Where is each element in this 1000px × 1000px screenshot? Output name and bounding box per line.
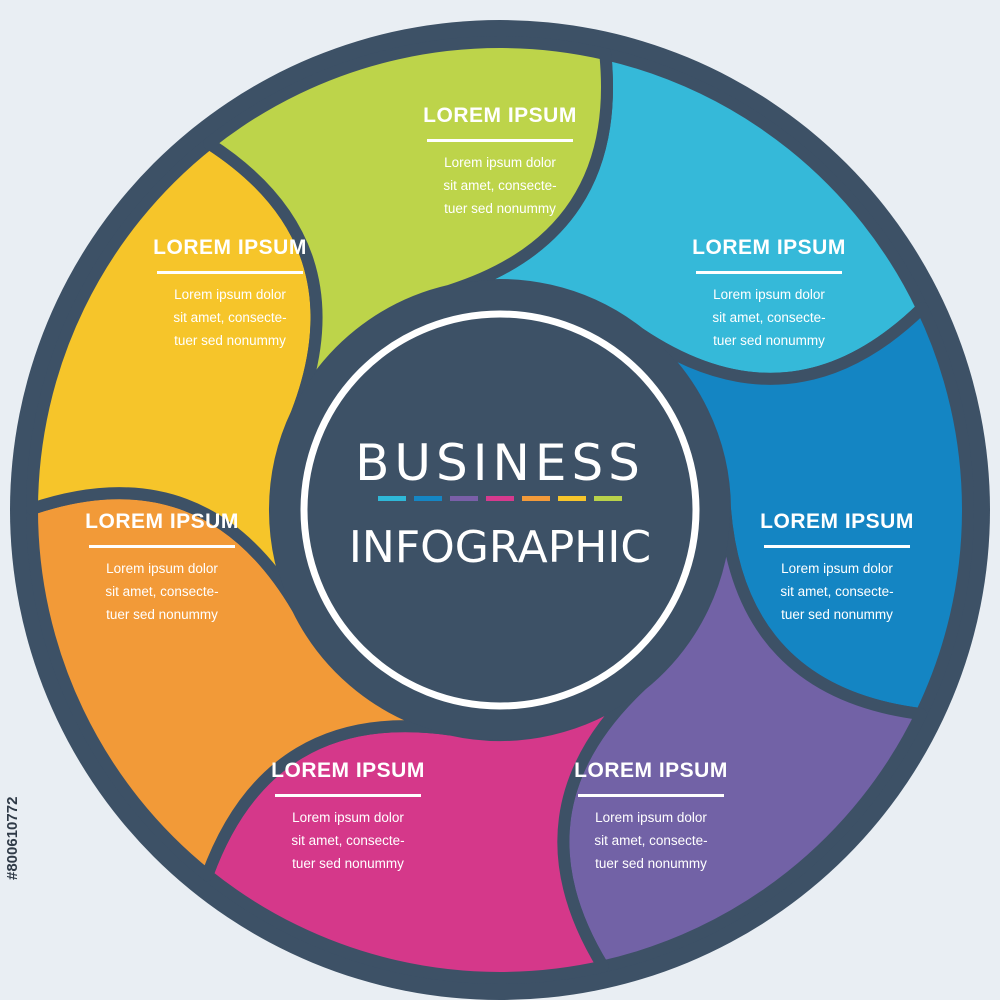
segment-body-line: tuer sed nonummy: [106, 607, 218, 622]
segment-body-line: Lorem ipsum dolor: [106, 561, 218, 576]
segment-body-line: sit amet, consecte-: [291, 833, 404, 848]
segment-title-underline: [275, 794, 421, 797]
segment-label-5: LOREM IPSUM Lorem ipsum dolor sit amet, co…: [271, 759, 425, 871]
accent-dash-2: [414, 496, 442, 501]
segment-body-line: tuer sed nonummy: [444, 201, 556, 216]
hub-gap: [270, 280, 730, 740]
segment-title-underline: [427, 139, 573, 142]
accent-dash-5: [522, 496, 550, 501]
segment-body-line: sit amet, consecte-: [443, 178, 556, 193]
segment-title: LOREM IPSUM: [760, 510, 914, 533]
segment-title-underline: [578, 794, 724, 797]
segment-title: LOREM IPSUM: [85, 510, 239, 533]
accent-dash-6: [558, 496, 586, 501]
accent-dash-4: [486, 496, 514, 501]
segment-body-line: sit amet, consecte-: [780, 584, 893, 599]
segment-body-line: tuer sed nonummy: [781, 607, 893, 622]
segment-body-line: tuer sed nonummy: [292, 856, 404, 871]
accent-dash-1: [378, 496, 406, 501]
center-title-business: BUSINESS: [355, 434, 645, 492]
segments-group: [25, 36, 974, 984]
segment-label-1: LOREM IPSUM Lorem ipsum dolor sit amet, co…: [423, 104, 577, 216]
segment-body-line: sit amet, consecte-: [712, 310, 825, 325]
segment-body-line: Lorem ipsum dolor: [292, 810, 404, 825]
segment-body-line: sit amet, consecte-: [173, 310, 286, 325]
segment-body-line: tuer sed nonummy: [174, 333, 286, 348]
segment-body-line: tuer sed nonummy: [713, 333, 825, 348]
segment-title: LOREM IPSUM: [271, 759, 425, 782]
segment-body-line: Lorem ipsum dolor: [174, 287, 286, 302]
center-accent-dashes: [378, 496, 622, 501]
segment-title-underline: [696, 271, 842, 274]
segment-body-line: Lorem ipsum dolor: [781, 561, 893, 576]
segment-title: LOREM IPSUM: [153, 236, 307, 259]
hub-white-ring: [300, 310, 700, 710]
segment-body-line: sit amet, consecte-: [105, 584, 218, 599]
segment-body-line: Lorem ipsum dolor: [713, 287, 825, 302]
segment-labels-group: LOREM IPSUM Lorem ipsum dolor sit amet, co…: [85, 104, 914, 871]
segment-title-underline: [764, 545, 910, 548]
segment-title-underline: [89, 545, 235, 548]
segment-title: LOREM IPSUM: [574, 759, 728, 782]
segment-body-line: tuer sed nonummy: [595, 856, 707, 871]
segment-body-line: Lorem ipsum dolor: [444, 155, 556, 170]
segment-title: LOREM IPSUM: [423, 104, 577, 127]
segment-body-line: Lorem ipsum dolor: [595, 810, 707, 825]
segment-label-3: LOREM IPSUM Lorem ipsum dolor sit amet, co…: [760, 510, 914, 622]
accent-dash-7: [594, 496, 622, 501]
segment-label-7: LOREM IPSUM Lorem ipsum dolor sit amet, co…: [153, 236, 307, 348]
segment-label-4: LOREM IPSUM Lorem ipsum dolor sit amet, co…: [574, 759, 728, 871]
center-title-infographic: INFOGRAPHIC: [349, 522, 651, 573]
segment-label-6: LOREM IPSUM Lorem ipsum dolor sit amet, co…: [85, 510, 239, 622]
segment-body-line: sit amet, consecte-: [594, 833, 707, 848]
watermark-id: #800610772: [4, 796, 21, 880]
segment-title-underline: [157, 271, 303, 274]
segment-title: LOREM IPSUM: [692, 236, 846, 259]
segment-label-2: LOREM IPSUM Lorem ipsum dolor sit amet, co…: [692, 236, 846, 348]
accent-dash-3: [450, 496, 478, 501]
